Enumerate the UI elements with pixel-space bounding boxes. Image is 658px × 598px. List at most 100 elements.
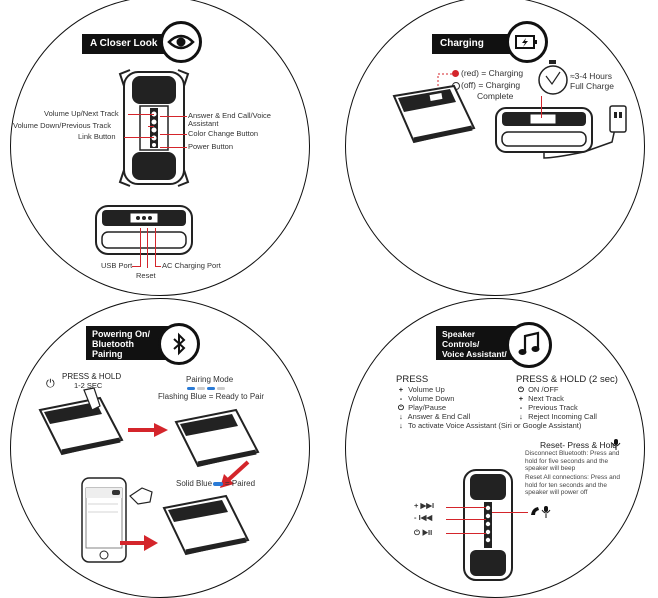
phone-illustration: [81, 477, 127, 563]
next-track-label: + ▶▶I: [414, 501, 435, 510]
hold-item: ⏻ ON /OFF: [516, 385, 559, 395]
arrow-right-icon-2: [120, 535, 158, 551]
led-red-icon: [452, 70, 459, 77]
hand-icon: [129, 487, 153, 505]
solid-led-icon: [213, 482, 223, 486]
answer-call-label: Answer & End Call/Voice: [188, 111, 271, 120]
leader-line: [446, 533, 486, 534]
reset-label: Reset: [136, 271, 156, 280]
press-item-text: Volume Up: [408, 385, 445, 394]
speaker-pairing-illustration: [174, 408, 260, 468]
speaker-top-illustration: [95, 205, 193, 255]
press-item: ↓ To activate Voice Assistant (Siri or G…: [396, 421, 582, 431]
leader-line: [160, 116, 187, 117]
speaker-controls-illustration: [463, 469, 513, 581]
bluetooth-icon: [158, 323, 200, 365]
hold-item: ↓ Reject Incoming Call: [516, 412, 597, 422]
speaker-side-illustration: [392, 84, 476, 144]
link-button-label: Link Button: [78, 132, 116, 141]
leader-line: [147, 228, 148, 268]
leader-line: [155, 266, 161, 267]
leader-line: [140, 228, 141, 266]
battery-icon: [506, 21, 548, 63]
closer-look-panel: [10, 0, 310, 296]
microphone-icon: ↓: [519, 412, 523, 421]
press-item-text: To activate Voice Assistant (Siri or Goo…: [407, 421, 582, 430]
press-item-text: Volume Down: [408, 394, 455, 403]
press-item: ↓ Answer & End Call: [396, 412, 471, 422]
pairing-title-line1: Powering On/: [92, 329, 151, 339]
power-icon: ⏻: [518, 385, 524, 394]
play-pause-label: ⏻ ▶II: [414, 528, 433, 537]
hold-item-text: Reject Incoming Call: [528, 412, 597, 421]
minus-icon: -: [519, 403, 523, 412]
arrow-down-left-icon: [220, 460, 250, 488]
leader-line: [492, 512, 528, 513]
leader-line: [541, 96, 542, 118]
volume-down-label: Volume Down/Previous Track: [13, 121, 111, 130]
press-item-text: Answer & End Call: [407, 412, 471, 421]
pairing-title-line3: Pairing: [92, 349, 123, 359]
controls-title-line3: Reset: [442, 359, 466, 369]
press-heading: PRESS: [396, 374, 429, 385]
charging-red-label: (red) = Charging: [461, 68, 524, 78]
flashing-led-icon: [187, 387, 227, 390]
speaker-paired-illustration: [162, 494, 250, 556]
color-change-label: Color Change Button: [188, 129, 259, 138]
speaker-charging-illustration: [495, 107, 617, 159]
leader-line: [446, 519, 486, 520]
pairing-title-line2: Bluetooth: [92, 339, 134, 349]
flashing-blue-label: Flashing Blue = Ready to Pair: [158, 392, 265, 401]
press-item: - Volume Down: [396, 394, 455, 404]
hold-item: - Previous Track: [516, 403, 578, 413]
solid-blue-label: Solid Blue: [176, 479, 213, 488]
controls-title-line1: Speaker Controls/: [442, 329, 480, 349]
eye-icon: [160, 21, 202, 63]
leader-line: [446, 507, 486, 508]
full-charge-label: Full Charge: [570, 81, 614, 91]
closer-look-title: A Closer Look: [82, 34, 184, 54]
phone-mic-icon: [531, 506, 551, 518]
leader-line: [160, 147, 187, 148]
plus-icon: +: [518, 394, 524, 403]
volume-up-label: Volume Up/Next Track: [44, 109, 119, 118]
press-item-text: Play/Pause: [408, 403, 447, 412]
press-hold-seconds: 1-2 SEC: [74, 381, 103, 390]
charging-complete-label: Complete: [477, 91, 514, 101]
minus-icon: -: [399, 394, 403, 403]
power-icon: ⏻: [46, 378, 55, 390]
leader-line: [128, 114, 154, 115]
leader-line: [132, 266, 141, 267]
prev-track-label: - I◀◀: [414, 513, 433, 522]
leader-line: [155, 228, 156, 266]
press-hold-label: PRESS & HOLD: [62, 372, 122, 381]
power-button-label: Power Button: [188, 142, 234, 151]
speaker-front-illustration: [118, 69, 190, 187]
usb-port-label: USB Port: [101, 261, 133, 270]
speaker-press-illustration: [38, 387, 124, 456]
hold-item-text: Next Track: [528, 394, 564, 403]
arrow-right-icon: [128, 423, 168, 437]
assistant-label: Assistant: [188, 119, 219, 128]
reset-disconnect-text: Disconnect Bluetooth: Press and hold for…: [525, 450, 620, 472]
plus-icon: +: [398, 385, 404, 394]
stopwatch-icon: [538, 60, 568, 95]
press-item: ⏻ Play/Pause: [396, 403, 447, 413]
charging-panel: [345, 0, 645, 296]
leader-line: [160, 134, 187, 135]
microphone-icon: ↓: [399, 412, 403, 421]
hold-item: + Next Track: [516, 394, 564, 404]
ac-port-label: AC Charging Port: [162, 261, 221, 270]
microphone-icon: [611, 439, 621, 450]
hold-heading: PRESS & HOLD (2 sec): [516, 374, 618, 385]
reset-all-text: Reset All connections: Press and hold fo…: [525, 474, 621, 496]
microphone-icon: ↓: [399, 421, 403, 430]
music-note-icon: [506, 322, 552, 368]
paired-label: = Paired: [225, 479, 256, 488]
hours-label: ≈3-4 Hours: [570, 71, 612, 81]
hold-item-text: ON /OFF: [528, 385, 559, 394]
charging-title: Charging: [432, 34, 518, 54]
press-item: + Volume Up: [396, 385, 445, 395]
leader-line: [148, 126, 154, 127]
wall-outlet-icon: [609, 105, 627, 133]
